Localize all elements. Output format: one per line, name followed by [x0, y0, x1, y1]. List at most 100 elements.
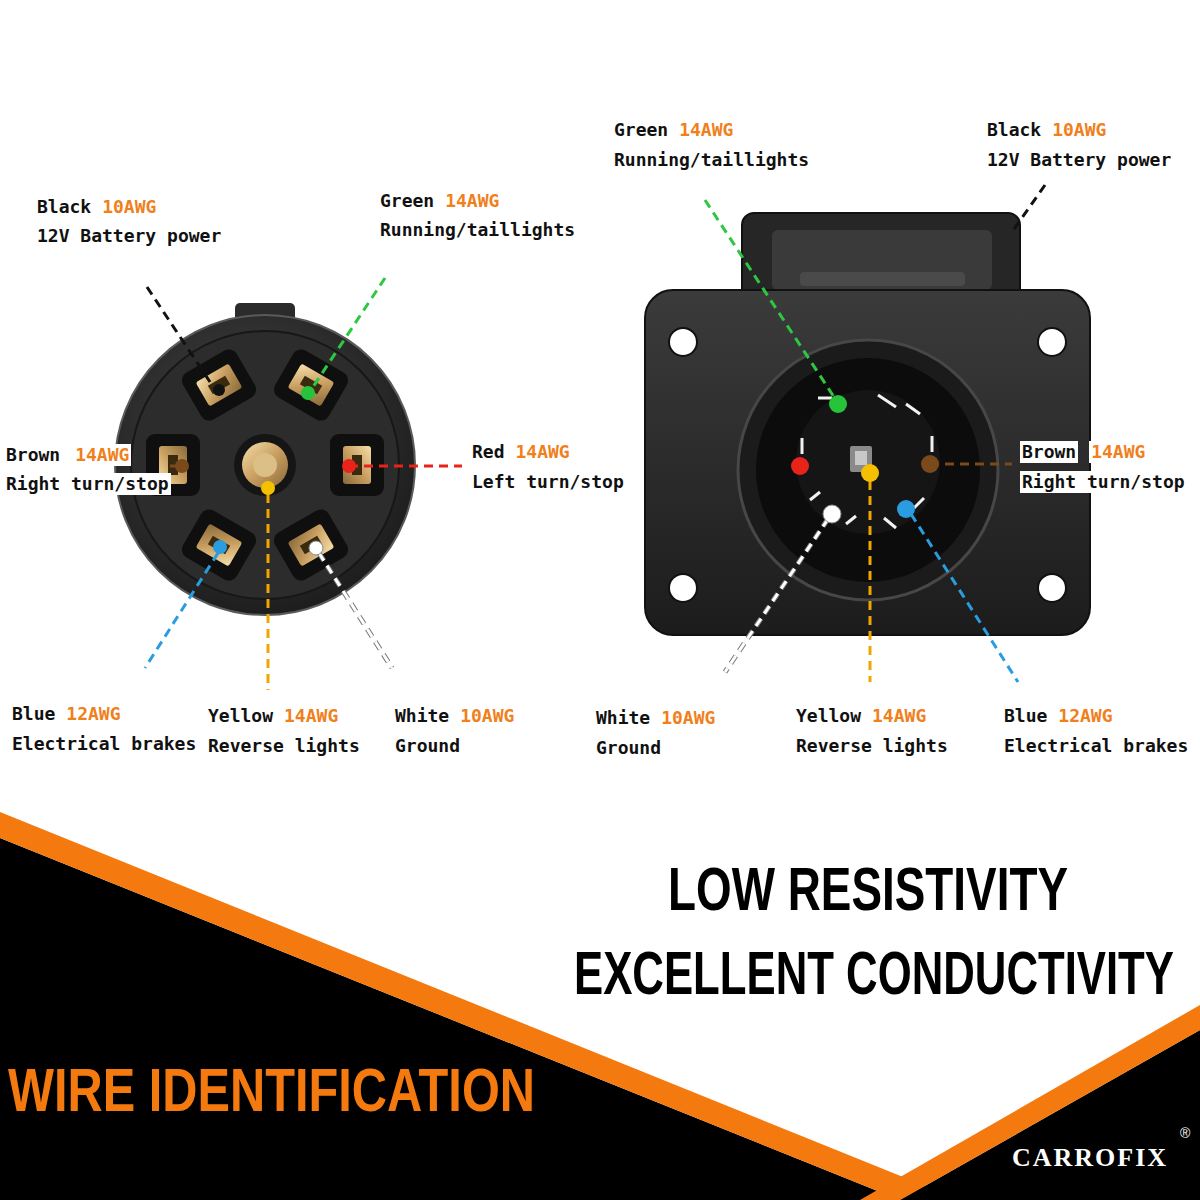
terminal-mark	[884, 518, 896, 528]
leader-line	[147, 287, 212, 385]
slot-cavity	[179, 346, 260, 424]
leader-line	[725, 519, 828, 672]
wire-dot	[791, 457, 809, 475]
wire-gauge: 10AWG	[661, 707, 715, 729]
terminal-gap	[208, 536, 230, 555]
leader-line	[869, 481, 872, 682]
terminal-slot	[179, 346, 260, 424]
wire-function: Running/taillights	[614, 149, 809, 171]
wire-dot	[829, 395, 847, 413]
terminal-mark	[846, 516, 856, 524]
leader-line	[267, 494, 270, 690]
terminal-mark	[931, 436, 934, 452]
wire-function: 12V Battery power	[987, 149, 1171, 171]
leader-line	[930, 463, 1012, 466]
round-plug	[115, 303, 415, 615]
wire-gauge: 10AWG	[102, 196, 156, 218]
wire-dot	[342, 459, 356, 473]
wire-dot	[861, 464, 879, 482]
wire-color: Yellow	[796, 705, 861, 727]
wire-gauge: 12AWG	[1058, 705, 1112, 727]
terminal-mark	[818, 397, 832, 400]
leader-line-outline	[319, 553, 392, 668]
wire-gauge: 14AWG	[516, 441, 570, 463]
mounting-hole	[669, 328, 697, 356]
brass-terminal	[288, 523, 335, 566]
wire-gauge: 10AWG	[460, 705, 514, 727]
headline: EXCELLENT CONDUCTIVITY	[574, 942, 1174, 1004]
leader-line	[311, 278, 385, 390]
leader-line	[911, 514, 1018, 682]
terminal-marks	[802, 395, 932, 528]
wire-dot	[823, 505, 841, 523]
wire-gauge: 14AWG	[679, 119, 733, 141]
wire-function: Reverse lights	[208, 735, 360, 757]
lid-recess	[772, 230, 992, 290]
terminal-mark	[906, 404, 920, 414]
wire-color: Yellow	[208, 705, 273, 727]
wire-function: Right turn/stop	[4, 473, 171, 495]
slot-cavity	[179, 506, 260, 584]
center-pin-tip	[253, 453, 277, 477]
brass-terminal	[288, 363, 335, 406]
socket-insert	[796, 390, 940, 534]
center-pin-socket	[234, 434, 296, 496]
leader-line	[349, 465, 462, 468]
socket-flange	[645, 290, 1090, 635]
wire-color: Black	[37, 196, 91, 218]
leader-lines-right	[705, 185, 1045, 682]
wire-color: Blue	[1004, 705, 1047, 727]
terminal-slot	[179, 506, 260, 584]
wire-color: White	[596, 707, 650, 729]
leader-line	[705, 200, 836, 400]
wire-dot	[301, 386, 315, 400]
leader-line	[145, 553, 218, 668]
terminal-mark	[914, 498, 924, 508]
terminal-mark	[878, 395, 896, 407]
wire-color: Brown	[1020, 441, 1078, 463]
wire-function: 12V Battery power	[37, 225, 221, 247]
lid-hinge	[800, 272, 965, 286]
center-pin	[242, 442, 288, 488]
wire-function: Ground	[596, 737, 661, 759]
mounting-hole	[669, 574, 697, 602]
wire-dot	[213, 540, 227, 554]
wire-gauge: 14AWG	[1089, 441, 1147, 463]
leader-line	[1012, 185, 1045, 232]
wire-function: Right turn/stop	[1020, 471, 1187, 493]
terminal-mark	[810, 492, 820, 500]
mounting-hole	[1038, 574, 1066, 602]
headline: LOW RESISTIVITY	[668, 858, 1068, 920]
slot-cavity	[271, 346, 352, 424]
banner-title: WIRE IDENTIFICATION	[8, 1060, 535, 1121]
wire-dot	[213, 384, 225, 396]
wire-gauge: 12AWG	[66, 703, 120, 725]
wire-dots-right	[791, 395, 939, 523]
brand-name: CARROFIX	[1012, 1145, 1168, 1171]
mounting-hole	[1038, 328, 1066, 356]
corner-stripe	[860, 1005, 1200, 1200]
slot-cavity	[271, 506, 352, 584]
wire-function: Left turn/stop	[472, 471, 624, 493]
wire-gauge: 14AWG	[73, 444, 131, 466]
wire-color: Brown	[4, 444, 62, 466]
vehicle-socket	[645, 213, 1090, 635]
wire-function: Running/taillights	[380, 219, 575, 241]
wire-color: Blue	[12, 703, 55, 725]
terminal-slot	[271, 346, 352, 424]
wire-color: Green	[380, 190, 434, 212]
terminal-mark	[801, 438, 804, 454]
plug-face	[131, 331, 399, 599]
wire-gauge: 14AWG	[872, 705, 926, 727]
wire-dot	[175, 459, 189, 473]
wire-color: Black	[987, 119, 1041, 141]
wire-color: Red	[472, 441, 505, 463]
socket-bore	[756, 358, 980, 582]
wire-dot	[309, 541, 323, 555]
wire-function: Electrical brakes	[1004, 735, 1188, 757]
wire-function: Ground	[395, 735, 460, 757]
brass-terminal	[196, 523, 243, 566]
wire-function: Electrical brakes	[12, 733, 196, 755]
